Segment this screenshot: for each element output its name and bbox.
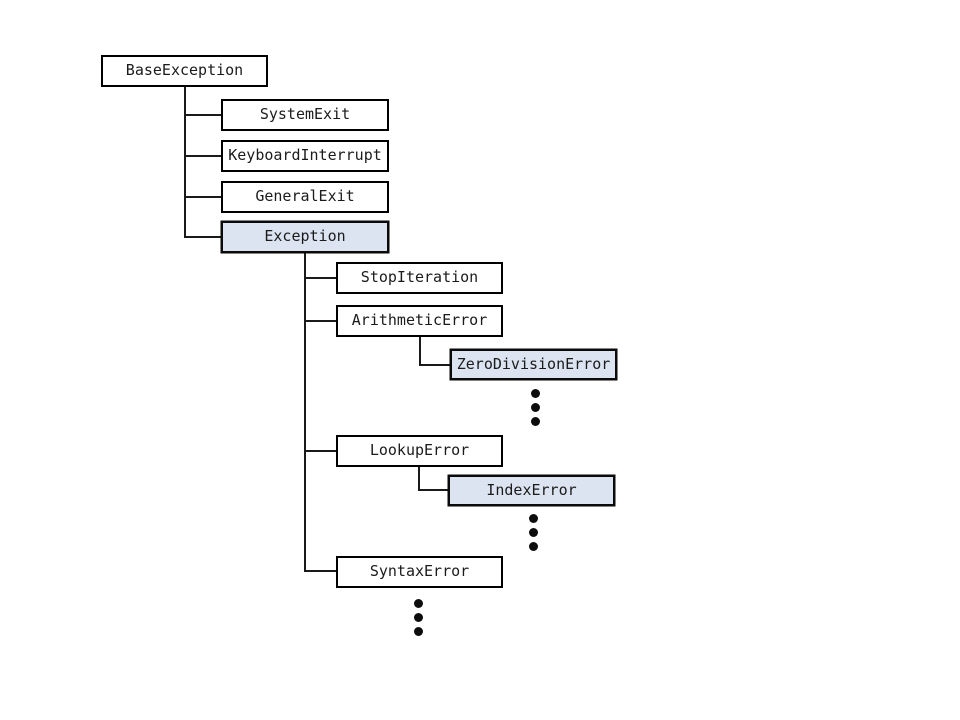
ellipsis-dot <box>414 613 423 622</box>
connector-base-trunk <box>184 87 186 238</box>
connector-exception-to-arithmetic-error <box>304 320 338 322</box>
connector-exception-trunk <box>304 253 306 571</box>
node-index-error[interactable]: IndexError <box>448 475 615 506</box>
node-label-index-error: IndexError <box>486 480 577 499</box>
connector-arithmetic-to-zero-division-error <box>419 364 452 366</box>
node-label-syntax-error: SyntaxError <box>369 562 470 580</box>
node-label-zero-division-error: ZeroDivisionError <box>456 354 611 373</box>
connector-lookup-trunk <box>418 466 420 491</box>
node-arithmetic-error[interactable]: ArithmeticError <box>336 305 503 337</box>
node-syntax-error[interactable]: SyntaxError <box>336 556 503 588</box>
node-lookup-error[interactable]: LookupError <box>336 435 503 467</box>
node-base-exception[interactable]: BaseException <box>101 55 268 87</box>
ellipsis-dot <box>529 514 538 523</box>
node-keyboard-interrupt[interactable]: KeyboardInterrupt <box>221 140 389 172</box>
ellipsis-dot <box>529 542 538 551</box>
ellipsis-more-arithmetic-errors <box>531 389 540 426</box>
connector-lookup-to-index-error <box>418 489 450 491</box>
node-exception[interactable]: Exception <box>221 221 389 253</box>
connector-arithmetic-trunk <box>419 336 421 366</box>
connector-base-to-system-exit <box>184 114 223 116</box>
node-label-keyboard-interrupt: KeyboardInterrupt <box>228 146 382 164</box>
node-general-exit[interactable]: GeneralExit <box>221 181 389 213</box>
ellipsis-dot <box>531 389 540 398</box>
node-stop-iteration[interactable]: StopIteration <box>336 262 503 294</box>
ellipsis-more-exceptions <box>414 599 423 636</box>
connector-exception-to-lookup-error <box>304 450 338 452</box>
ellipsis-more-lookup-errors <box>529 514 538 551</box>
node-system-exit[interactable]: SystemExit <box>221 99 389 131</box>
connector-base-to-keyboard-interrupt <box>184 155 223 157</box>
node-label-lookup-error: LookupError <box>369 441 470 459</box>
node-label-exception: Exception <box>264 227 346 245</box>
node-label-stop-iteration: StopIteration <box>360 268 479 286</box>
connector-base-to-general-exit <box>184 196 223 198</box>
ellipsis-dot <box>414 627 423 636</box>
connector-base-to-exception <box>184 236 223 238</box>
node-label-system-exit: SystemExit <box>259 105 351 123</box>
connector-exception-to-stop-iteration <box>304 277 338 279</box>
ellipsis-dot <box>531 417 540 426</box>
ellipsis-dot <box>531 403 540 412</box>
node-label-arithmetic-error: ArithmeticError <box>351 311 488 329</box>
node-label-base-exception: BaseException <box>125 61 244 79</box>
node-zero-division-error[interactable]: ZeroDivisionError <box>450 349 617 380</box>
ellipsis-dot <box>414 599 423 608</box>
node-label-general-exit: GeneralExit <box>255 187 355 205</box>
ellipsis-dot <box>529 528 538 537</box>
connector-exception-to-syntax-error <box>304 570 338 572</box>
